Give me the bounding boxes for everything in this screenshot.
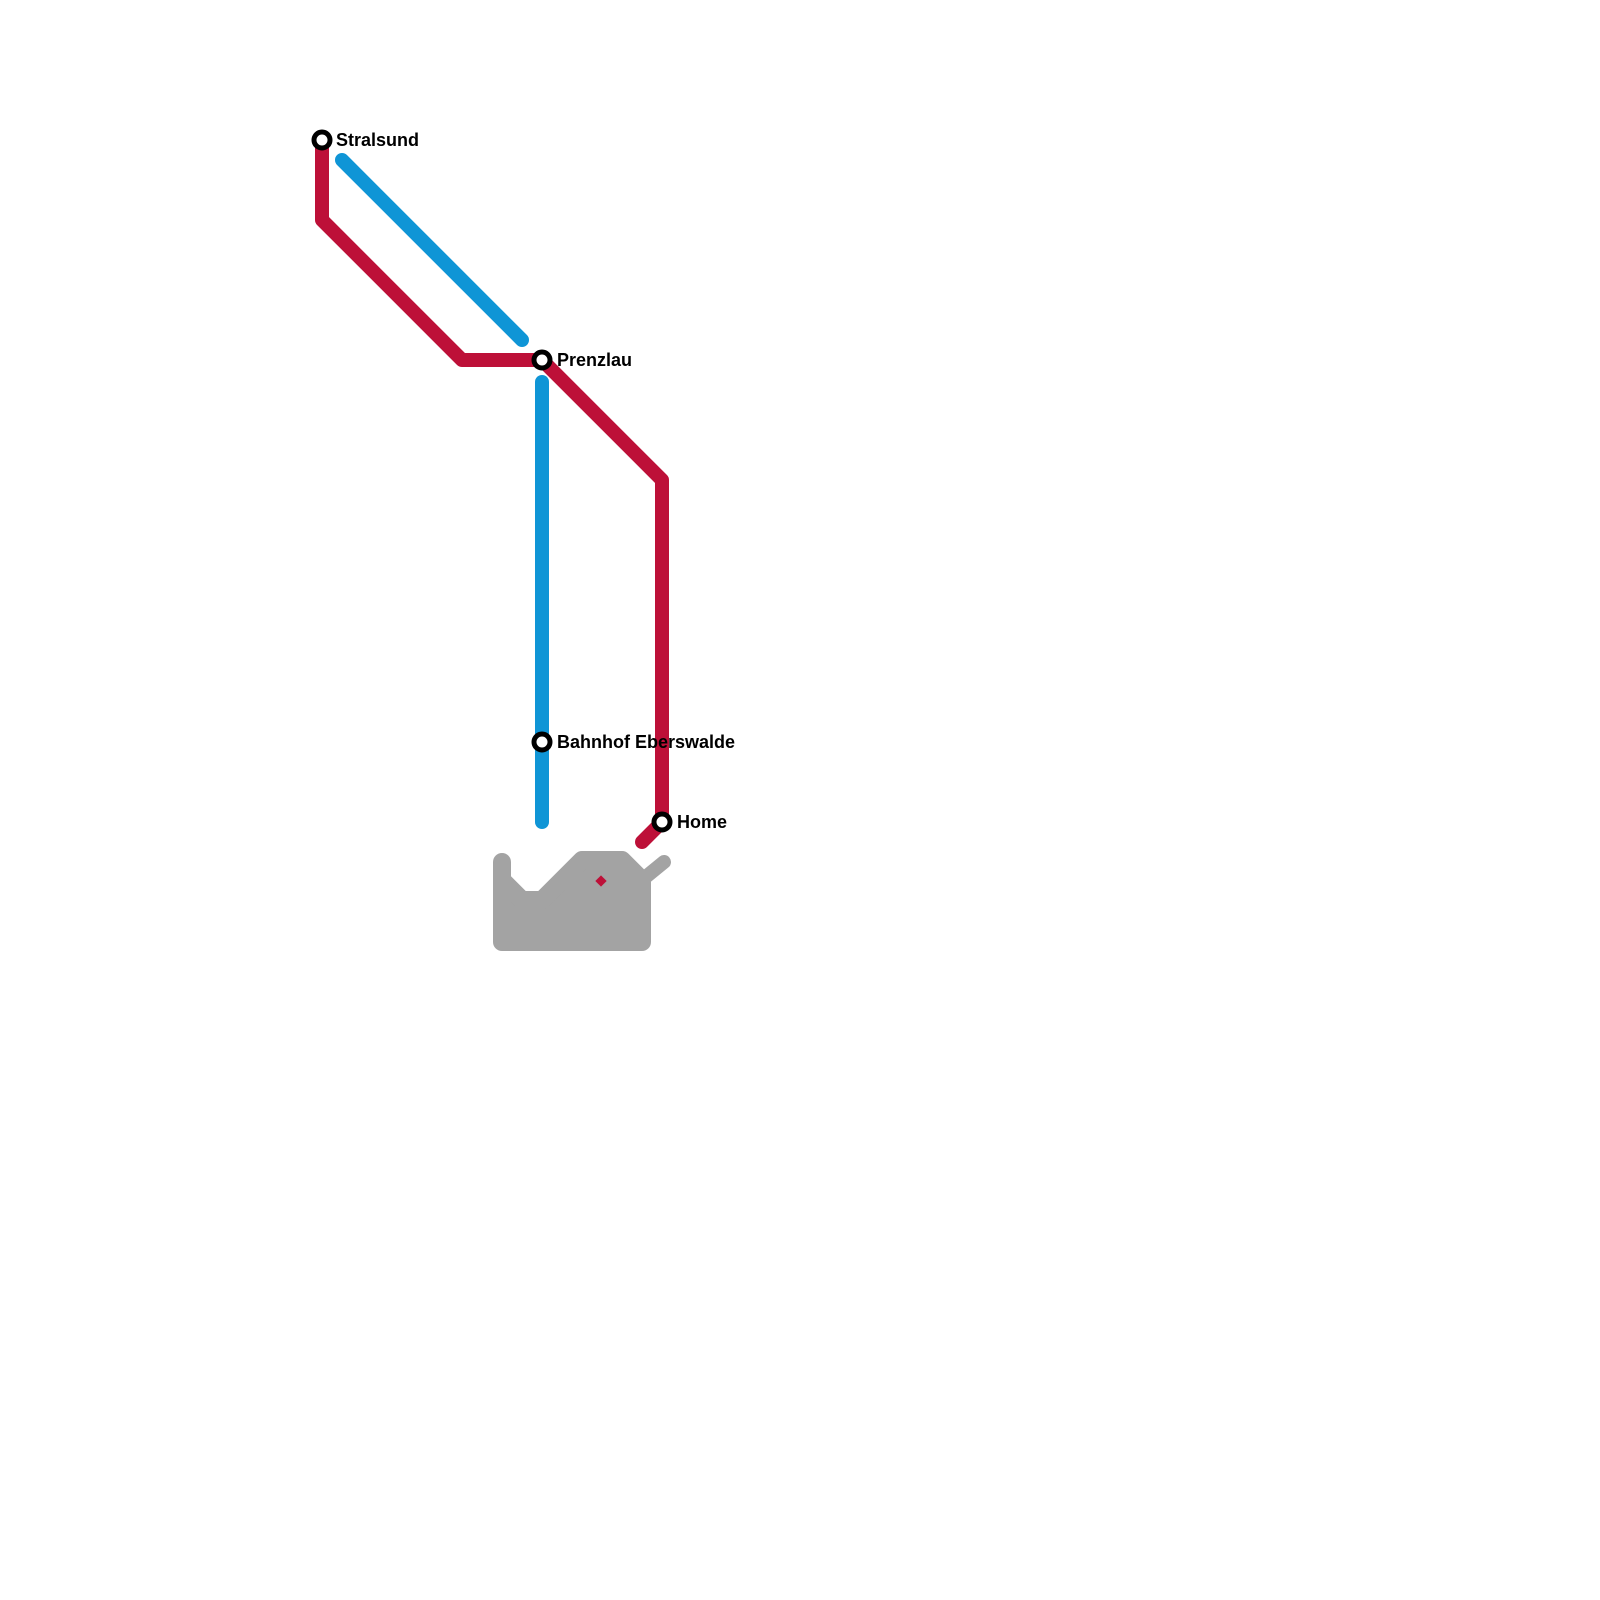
station-bahnhof-eberswalde[interactable]: Bahnhof Eberswalde [531,731,735,753]
station-marker[interactable] [651,811,673,833]
gray-area [493,851,671,951]
station-prenzlau[interactable]: Prenzlau [531,349,632,371]
blue-line-diagonal[interactable] [335,153,529,347]
station-label: Prenzlau [557,350,632,370]
red-marker [595,875,607,887]
station-label: Bahnhof Eberswalde [557,732,735,752]
station-marker[interactable] [311,129,333,151]
station-home[interactable]: Home [651,811,727,833]
station-label: Home [677,812,727,832]
station-label: Stralsund [336,130,419,150]
station-marker[interactable] [531,731,553,753]
station-marker[interactable] [531,349,553,371]
red-line-segment-north[interactable] [315,133,669,829]
station-stralsund[interactable]: Stralsund [311,129,419,151]
